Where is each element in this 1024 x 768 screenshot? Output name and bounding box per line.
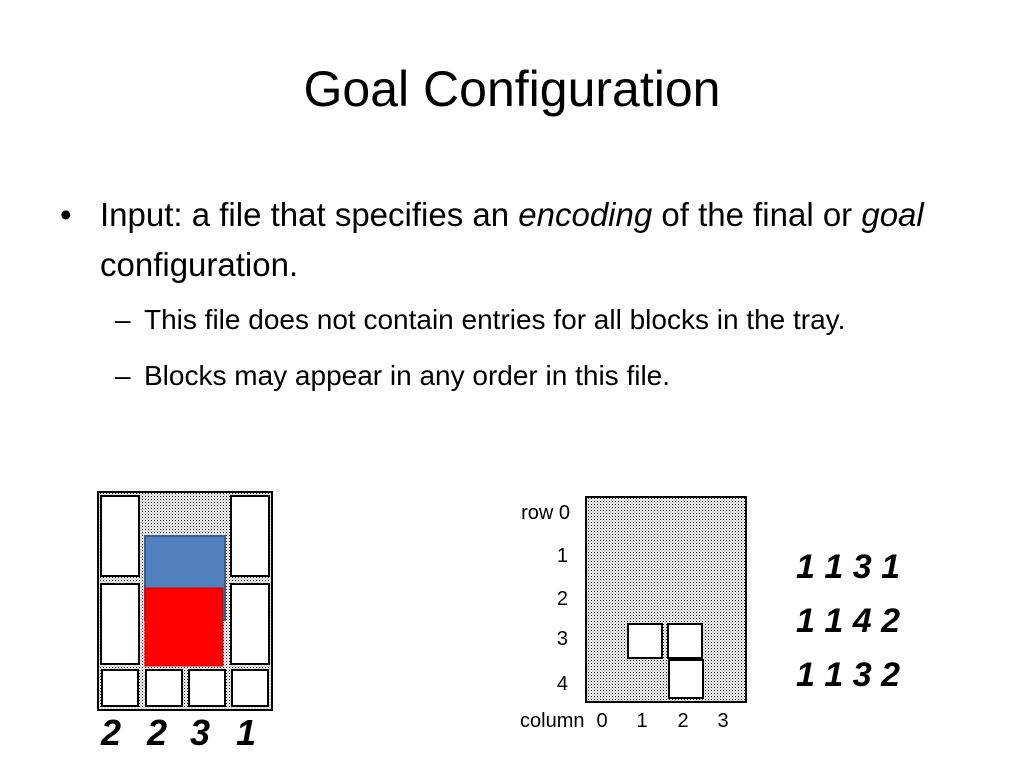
column-number: 2 xyxy=(677,710,688,732)
encoding-line: 1 1 3 2 xyxy=(796,656,900,694)
row-label: 1 xyxy=(557,545,568,567)
column-number: 0 xyxy=(596,710,607,732)
block xyxy=(668,659,704,699)
dash-marker: – xyxy=(115,304,131,335)
block xyxy=(231,669,269,707)
bullet-text-part3: configuration. xyxy=(100,246,299,283)
tray-number: 2 xyxy=(101,712,122,753)
subbullet-entries: – This file does not contain entries for… xyxy=(115,298,960,342)
block xyxy=(230,583,270,665)
tray-number: 2 xyxy=(147,712,168,753)
tray-background xyxy=(585,496,747,703)
bullet-text-part2: of the final or xyxy=(652,196,862,233)
encoding-line: 1 1 4 2 xyxy=(796,602,900,640)
red-block xyxy=(144,587,224,667)
subbullet-text: Blocks may appear in any order in this f… xyxy=(144,360,671,391)
block xyxy=(230,495,270,577)
goal-encoding: 1 1 3 1 1 1 4 2 1 1 3 2 xyxy=(796,540,900,702)
block xyxy=(627,623,663,659)
bullet-list: • Input: a file that specifies an encodi… xyxy=(60,190,960,410)
subbullet-order: – Blocks may appear in any order in this… xyxy=(115,354,960,398)
dash-marker: – xyxy=(115,360,131,391)
block xyxy=(100,583,140,665)
block xyxy=(145,669,183,707)
bullet-input: • Input: a file that specifies an encodi… xyxy=(60,190,960,290)
block xyxy=(188,669,226,707)
bullet-dot: • xyxy=(60,196,72,233)
block xyxy=(100,495,140,577)
row-label: row 0 xyxy=(521,502,570,524)
right-tray-diagram: row 0 1 2 3 4 column 0 1 2 3 xyxy=(510,492,760,739)
slide-title: Goal Configuration xyxy=(303,61,721,117)
row-label: 3 xyxy=(557,628,568,650)
column-label: column xyxy=(520,710,584,732)
bullet-text-encoding: encoding xyxy=(518,196,653,233)
tray-number: 3 xyxy=(190,712,211,753)
bullet-text-part1: Input: a file that specifies an xyxy=(100,196,519,233)
left-tray-diagram xyxy=(97,490,277,717)
row-label: 4 xyxy=(557,673,568,695)
subbullet-text: This file does not contain entries for a… xyxy=(144,304,846,335)
column-number: 3 xyxy=(717,710,728,732)
block xyxy=(101,669,139,707)
column-number: 1 xyxy=(636,710,647,732)
tray-number: 1 xyxy=(236,712,257,753)
row-label: 2 xyxy=(557,588,568,610)
encoding-line: 1 1 3 1 xyxy=(796,548,900,586)
bullet-text-goal: goal xyxy=(861,196,924,233)
block xyxy=(667,623,703,659)
